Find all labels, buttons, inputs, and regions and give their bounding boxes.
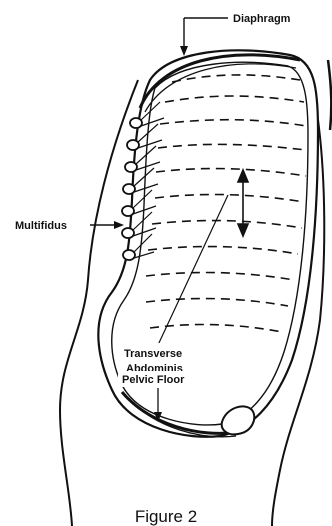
vertebra	[123, 184, 135, 194]
diaphragm-label: Diaphragm	[233, 13, 291, 25]
vertebra	[123, 250, 135, 260]
front-body-edge	[328, 60, 331, 130]
multifidus-leader-arrow	[114, 221, 124, 229]
vertebra	[122, 206, 134, 216]
transverse-abdominis-label-line1: Transverse	[124, 348, 182, 360]
multifidus-label: Multifidus	[15, 220, 67, 232]
vertebra	[127, 140, 139, 150]
vertebra	[122, 228, 134, 238]
diaphragm-leader-arrow	[180, 46, 188, 56]
figure-caption: Figure 2	[135, 507, 197, 526]
vertebra	[125, 162, 137, 172]
vertebra	[130, 118, 142, 128]
pelvic-floor-label: Pelvic Floor	[122, 374, 185, 386]
